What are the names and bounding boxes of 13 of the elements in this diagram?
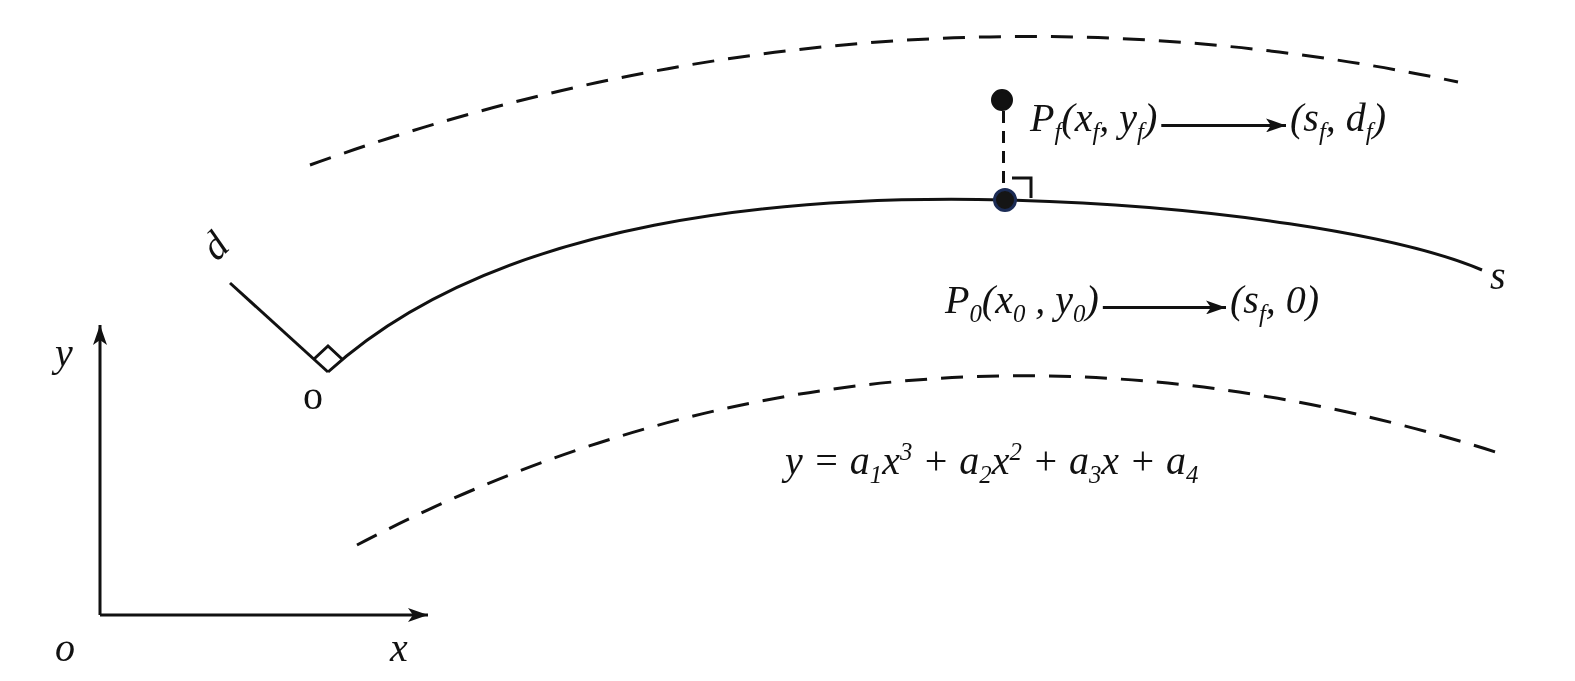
axis-label: x — [390, 628, 408, 668]
point-coordinates: P$_{0}$(x$_{0}$ , y$_{0}$) — [945, 280, 1099, 327]
point-dot — [991, 89, 1013, 111]
frenet-coordinates: (s$_{f}$, 0) — [1230, 280, 1320, 327]
origin-label: o — [303, 376, 323, 416]
origin-label: o — [55, 628, 75, 668]
point-coordinates: P$_{f}$(x$_{f}$, y$_{f}$) — [1030, 98, 1158, 145]
arrow — [1102, 300, 1226, 315]
frenet-coordinates: (s$_{f}$, d$_{f}$) — [1290, 98, 1386, 145]
projection-point-dot — [993, 188, 1017, 212]
axis-label: s — [1490, 256, 1506, 296]
arrow — [1161, 118, 1286, 133]
axis-label: d — [193, 224, 237, 268]
